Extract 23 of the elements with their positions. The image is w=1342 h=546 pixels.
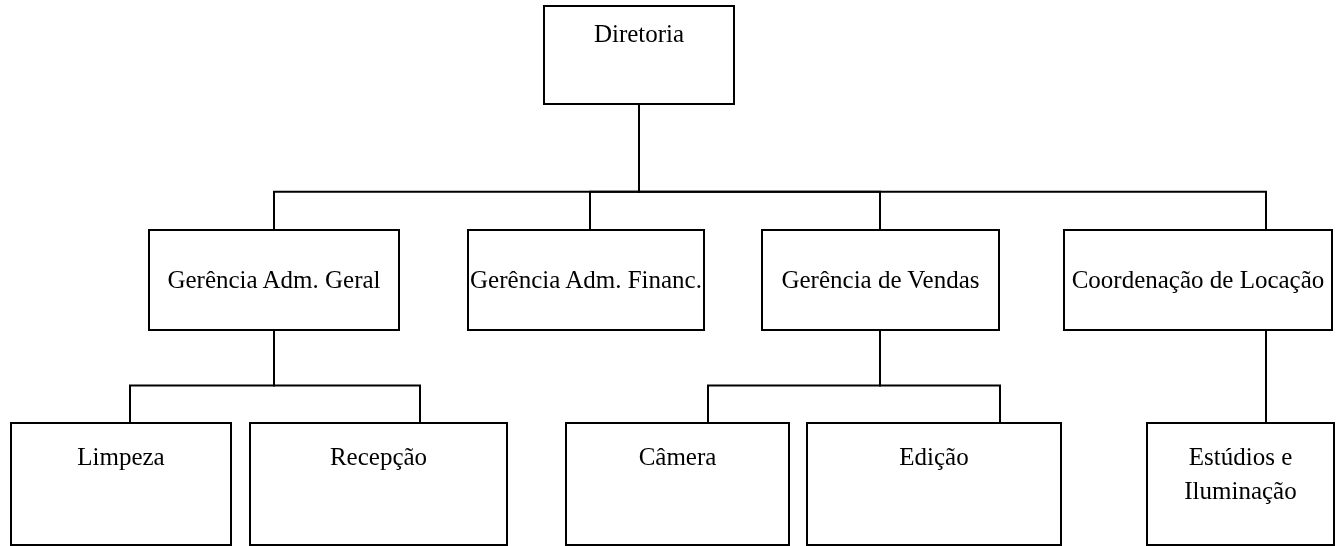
box-label: Edição — [899, 442, 969, 472]
connector-line — [1265, 330, 1267, 423]
org-box — [10, 422, 232, 546]
org-box — [148, 229, 400, 331]
org-box — [543, 5, 735, 105]
box-label: Limpeza — [77, 442, 165, 472]
box-label: Estúdios e Iluminação — [1183, 442, 1298, 506]
connector-line — [879, 330, 1001, 423]
box-label: Gerência Adm. Geral — [167, 265, 381, 295]
org-box — [467, 229, 705, 331]
box-label: Gerência Adm. Financ. — [470, 265, 702, 295]
org-box — [565, 422, 790, 546]
box-label: Câmera — [638, 442, 717, 472]
connector-line — [273, 330, 421, 423]
org-box — [806, 422, 1062, 546]
org-box — [1063, 229, 1333, 331]
org-box — [249, 422, 508, 546]
box-label: Gerência de Vendas — [781, 265, 980, 295]
box-label: Recepção — [329, 442, 428, 472]
org-box — [761, 229, 1000, 331]
box-label: Diretoria — [593, 19, 685, 49]
org-box — [1146, 422, 1335, 546]
box-label: Coordenação de Locação — [1071, 265, 1325, 295]
